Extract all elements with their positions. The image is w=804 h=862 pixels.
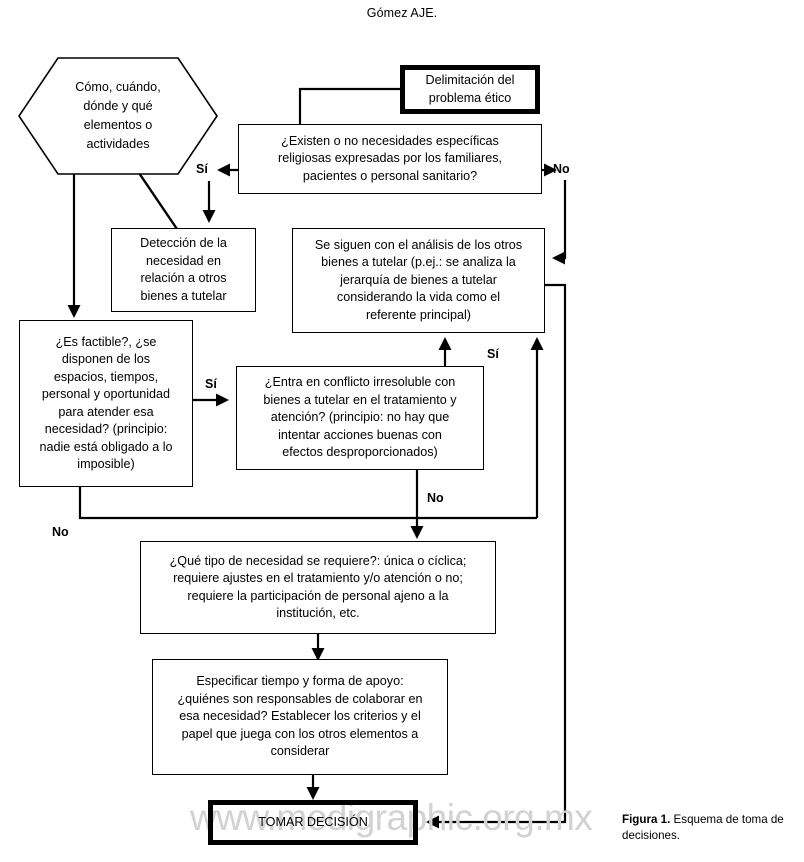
node-que-tipo-necesidad: ¿Qué tipo de necesidad se requiere?: úni… [140, 541, 496, 634]
node-tomar-decision: TOMAR DECISIÓN [208, 800, 418, 845]
node-delimitacion-label: Delimitación del problema ético [425, 73, 515, 105]
node-es-factible-label: ¿Es factible?, ¿se disponen de los espac… [39, 334, 173, 472]
node-tomar-decision-label: TOMAR DECISIÓN [258, 814, 368, 829]
edge-label-si-factible: Sí [205, 377, 217, 391]
edge-label-no-conflicto: No [427, 491, 444, 505]
node-especificar-apoyo: Especificar tiempo y forma de apoyo: ¿qu… [152, 659, 448, 775]
node-es-factible: ¿Es factible?, ¿se disponen de los espac… [19, 320, 193, 487]
node-deteccion-necesidad: Detección de la necesidad en relación a … [111, 228, 256, 312]
node-se-siguen-label: Se siguen con el análisis de los otros b… [314, 237, 523, 322]
node-deteccion-label: Detección de la necesidad en relación a … [140, 236, 227, 303]
edge-label-si-religiosas: Sí [196, 162, 208, 176]
node-necesidades-religiosas: ¿Existen o no necesidades específicas re… [238, 124, 542, 194]
wire-no-down-to-se-siguen [552, 180, 567, 265]
wire-factible-no-right [78, 487, 537, 520]
node-delimitacion-problema-etico: Delimitación del problema ético [400, 65, 540, 114]
wire-hexagon-to-deteccion [138, 172, 178, 230]
wire-delimitacion-to-religiosas [298, 87, 400, 124]
node-especificar-label: Especificar tiempo y forma de apoyo: ¿qu… [177, 674, 423, 759]
node-que-tipo-label: ¿Qué tipo de necesidad se requiere?: úni… [169, 553, 467, 621]
node-se-siguen-analisis: Se siguen con el análisis de los otros b… [292, 228, 545, 333]
wire-se-siguen-to-decision [426, 283, 567, 829]
figure-caption: Figura 1. Esquema de toma de decisiones. [622, 812, 798, 844]
running-head: Gómez AJE. [366, 6, 438, 20]
figure-caption-bold: Figura 1. [622, 813, 671, 826]
node-conflicto-irresoluble: ¿Entra en conflicto irresoluble con bien… [236, 366, 484, 470]
edge-label-no-religiosas: No [553, 162, 570, 176]
edge-label-si-conflicto: Sí [487, 347, 499, 361]
node-necesidades-religiosas-label: ¿Existen o no necesidades específicas re… [278, 133, 502, 183]
node-start-hexagon-label: Cómo, cuándo, dónde y qué elementos o ac… [75, 80, 161, 151]
node-start-hexagon: Cómo, cuándo, dónde y qué elementos o ac… [18, 57, 218, 175]
figure-caption-rest: Esquema de toma de decisiones. [622, 813, 784, 842]
edge-label-no-factible: No [52, 525, 69, 539]
node-conflicto-label: ¿Entra en conflicto irresoluble con bien… [263, 375, 457, 460]
hexagon-shape [18, 57, 218, 175]
